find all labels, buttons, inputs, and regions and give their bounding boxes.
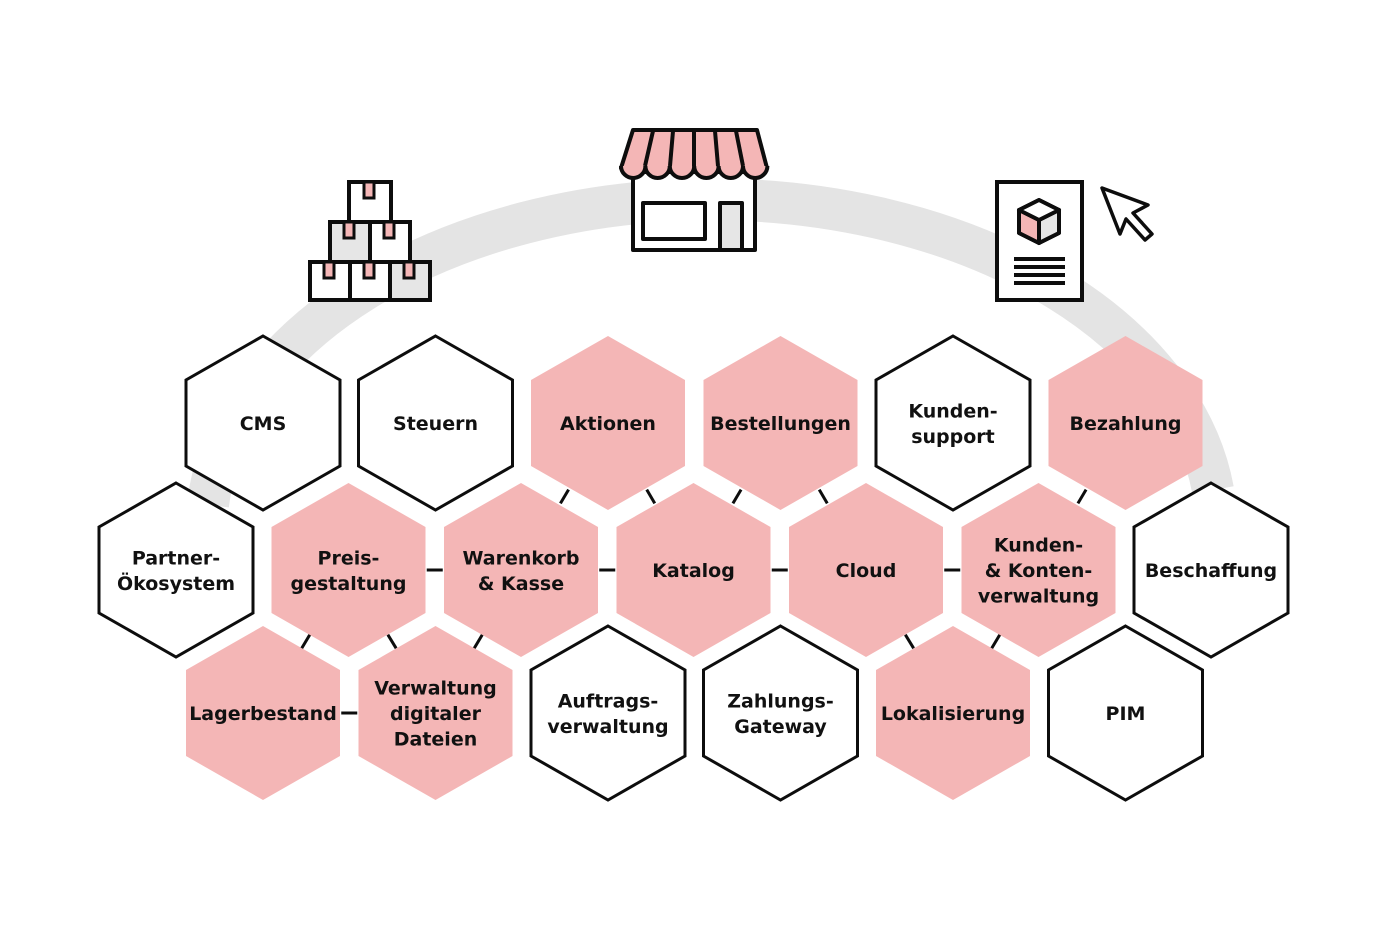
hex-label: Ökosystem [117,571,235,595]
hex-shape [186,626,340,800]
product-page-with-cursor-icon [995,180,1154,302]
hex-shape [184,334,342,512]
hex-shape [444,483,598,657]
hex-katalog: Katalog [616,483,771,657]
hex-label: Lokalisierung [881,703,1025,725]
hex-lokalisierung: Lokalisierung [876,626,1030,800]
hex-shape [1047,624,1204,802]
hex-shape [703,336,858,510]
hex-label: Gateway [734,716,827,738]
connector-aktionen-katalog [645,488,657,505]
hex-label: Preis- [318,547,380,569]
hex-label: CMS [240,413,287,435]
storefront-icon [619,128,770,252]
hex-shape [1048,336,1203,510]
hex-shape [616,483,771,657]
hex-label: gestaltung [291,573,407,595]
hex-label: Cloud [836,560,897,582]
hex-shape [876,626,1030,800]
hex-shape [358,626,513,800]
hex-label: & Konten- [985,560,1093,582]
hex-shape [961,483,1116,657]
hex-label: Zahlungs- [727,690,834,712]
hex-label: Aktionen [560,413,656,435]
hex-label: Bezahlung [1070,413,1182,435]
hex-label: Katalog [652,560,735,582]
hex-label: PIM [1106,703,1146,725]
stacked-boxes-icon [308,180,432,302]
connector-preisgestaltung-lagerbestand [300,633,312,650]
hex-shape [1132,481,1290,659]
hex-shape [97,481,255,659]
hex-label: Kunden- [994,535,1083,557]
hex-shape [874,334,1032,512]
hex-label: Verwaltung [374,678,497,700]
hex-beschaffung: Beschaffung [1132,481,1290,659]
hex-shape [531,336,685,510]
hex-bezahlung: Bezahlung [1048,336,1203,510]
hex-steuern: Steuern [357,334,514,512]
connector-bestellungen-cloud [817,488,829,505]
hex-label: Partner- [132,547,220,569]
connector-preisgestaltung-verwaltung-digitaler-dateien [386,633,398,650]
hex-label: verwaltung [978,586,1099,608]
hex-warenkorb-kasse: Warenkorb & Kasse [444,483,598,657]
hex-pim: PIM [1047,624,1204,802]
hex-bestellungen: Bestellungen [703,336,858,510]
hex-label: Kunden- [908,400,997,422]
hex-label: digitaler [390,703,482,725]
hex-label: Bestellungen [710,413,851,435]
hex-auftragsverwaltung: Auftrags-verwaltung [529,624,687,802]
hex-label: & Kasse [478,573,564,595]
hex-preisgestaltung: Preis-gestaltung [271,483,426,657]
hex-shape [789,483,943,657]
hex-shape [529,624,687,802]
hex-shape [357,334,514,512]
hex-label: Warenkorb [462,547,579,569]
hex-label: Steuern [393,413,478,435]
hex-shape [702,624,859,802]
hex-label: Beschaffung [1145,560,1277,582]
hex-shape [271,483,426,657]
connector-bestellungen-katalog [731,488,743,505]
connector-bezahlung-kunden-kontenverwaltung [1076,488,1088,505]
hex-cms: CMS [184,334,342,512]
hex-aktionen: Aktionen [531,336,685,510]
hex-label: verwaltung [547,716,668,738]
hex-label: Dateien [394,729,478,751]
connector-kunden-kontenverwaltung-lokalisierung [990,633,1002,650]
hex-kundensupport: Kunden-support [874,334,1032,512]
connector-layer [300,488,1088,715]
hex-kunden-kontenverwaltung: Kunden- & Konten-verwaltung [961,483,1116,657]
hex-label: support [911,426,995,448]
hex-partner-oekosystem: Partner-Ökosystem [97,481,255,659]
hex-lagerbestand: Lagerbestand [186,626,340,800]
connector-cloud-lokalisierung [904,633,915,650]
hex-zahlungs-gateway: Zahlungs- Gateway [702,624,859,802]
hex-label: Auftrags- [558,690,659,712]
hex-cloud: Cloud [789,483,943,657]
connector-aktionen-warenkorb-kasse [559,488,570,505]
hex-label: Lagerbestand [189,703,337,725]
connector-warenkorb-kasse-verwaltung-digitaler-dateien [472,633,484,650]
